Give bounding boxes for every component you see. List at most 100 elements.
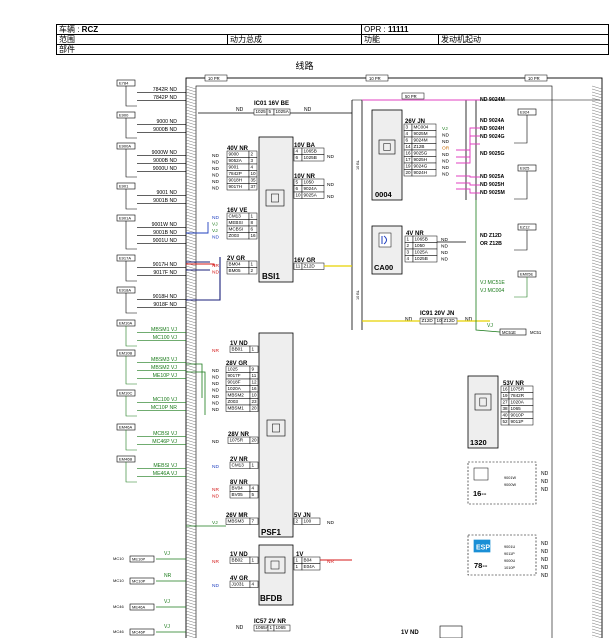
hatch-line [185, 550, 197, 555]
hatch-line [591, 433, 603, 438]
hatch-line [185, 358, 197, 363]
hatch-line [185, 409, 197, 414]
hatch-line [591, 112, 603, 117]
bsi1-2v-color: ND [212, 270, 219, 276]
hatch-line [591, 343, 603, 348]
pin-cell [301, 154, 325, 162]
hatch-line [185, 526, 197, 531]
right-connector-id: EZ12 [520, 225, 530, 230]
frame-label: 10 PR [369, 76, 381, 81]
hatch-line [185, 424, 197, 429]
psf1-28v-nd: ND [212, 394, 219, 400]
hatch-line [185, 502, 197, 507]
hatch-line [591, 370, 603, 375]
pin-cell [249, 404, 259, 412]
pin-cell-text: Z12B [414, 144, 425, 149]
hatch-line [591, 235, 603, 240]
hatch-line [591, 457, 603, 462]
hatch-line [591, 571, 603, 576]
pin-cell-text: 1020A [511, 400, 525, 405]
pin-cell-text: 1020A [228, 386, 242, 391]
hatch-line [185, 217, 197, 222]
psf1-8v-color: ND [212, 494, 219, 500]
hatch-line [185, 178, 197, 183]
hatch-line [591, 475, 603, 480]
hatch-line [591, 298, 603, 303]
hatch-line [591, 394, 603, 399]
hatch-line [591, 526, 603, 531]
module-0004-icon [378, 139, 396, 155]
left-connector-wire-label: 9000 ND [157, 119, 178, 125]
component-icon-inner [479, 397, 487, 407]
hatch-line [591, 325, 603, 330]
module-1320-icon [474, 393, 492, 411]
hatch-line [591, 151, 603, 156]
hatch-line [591, 211, 603, 216]
pin-cell-text: 11 [252, 373, 257, 378]
psf1-28vnr-title: 28V NR [228, 432, 250, 438]
hatch-line [591, 532, 603, 537]
pin-cell-text: 1 [407, 237, 410, 242]
hatch-line [185, 220, 197, 225]
hatch-line [591, 613, 603, 618]
hatch-line [591, 328, 603, 333]
hatch-line [591, 262, 603, 267]
pin-cell-text: 1065B [304, 149, 317, 154]
hatch-line [591, 469, 603, 474]
hatch-line [591, 193, 603, 198]
hatch-line [185, 490, 197, 495]
pin-cell-text: 11 [296, 264, 301, 269]
bsi1-10vnr-title: 10V NR [294, 174, 316, 180]
pin-cell [249, 556, 259, 564]
hatch-line [185, 229, 197, 234]
pin-cell-text: 9017F [228, 373, 241, 378]
pin-cell-text: 14 [406, 144, 412, 149]
pin-cell-text: 16 [251, 233, 257, 238]
module-1320-name: 1320 [470, 438, 487, 447]
pin-cell-text: 4 [252, 582, 255, 587]
pin-cell-text: BM05 [229, 268, 241, 273]
psf1-box [258, 332, 294, 538]
hatch-line [185, 328, 197, 333]
hatch-line [185, 592, 197, 597]
pin-cell-text: 40 [503, 413, 509, 418]
pin-cell-text: 1 [296, 564, 299, 569]
hatch-line [185, 94, 197, 99]
pin-cell-text: 6 [296, 186, 299, 191]
wire-9018 [186, 257, 221, 301]
hatch-line [591, 499, 603, 504]
pin-cell-text: 3 [251, 158, 254, 163]
bsi1-16vgr-title: 16V GR [294, 258, 316, 264]
pin-cell-text: 23 [252, 399, 258, 404]
hatch-line [591, 100, 603, 105]
hatch-line [591, 85, 603, 90]
hatch-line [591, 604, 603, 609]
module-78-name: 78-- [474, 561, 488, 570]
pin-cell-text: Z12D [304, 264, 316, 269]
pin-cell-text: 1025 [228, 367, 239, 372]
pin-cell [248, 267, 258, 275]
hatch-line [185, 145, 197, 150]
pin-cell [248, 183, 258, 191]
hatch-line [185, 97, 197, 102]
hatch-line [591, 106, 603, 111]
right-connector-id: E925 [520, 166, 530, 171]
left-connector-bracket [125, 462, 137, 483]
hatch-line [185, 583, 197, 588]
hatch-line [591, 421, 603, 426]
left-connector-wire-label: MC100 VJ [153, 397, 178, 403]
hatch-line [591, 319, 603, 324]
hatch-line [185, 256, 197, 261]
hatch-line [185, 400, 197, 405]
hatch-line [185, 166, 197, 171]
hatch-line [185, 496, 197, 501]
hatch-line [185, 367, 197, 372]
module-16-pin: 9001W [504, 476, 516, 480]
ic57-title: IC57 2V NR [254, 619, 287, 625]
hatch-line [591, 178, 603, 183]
hatch-line [185, 412, 197, 417]
